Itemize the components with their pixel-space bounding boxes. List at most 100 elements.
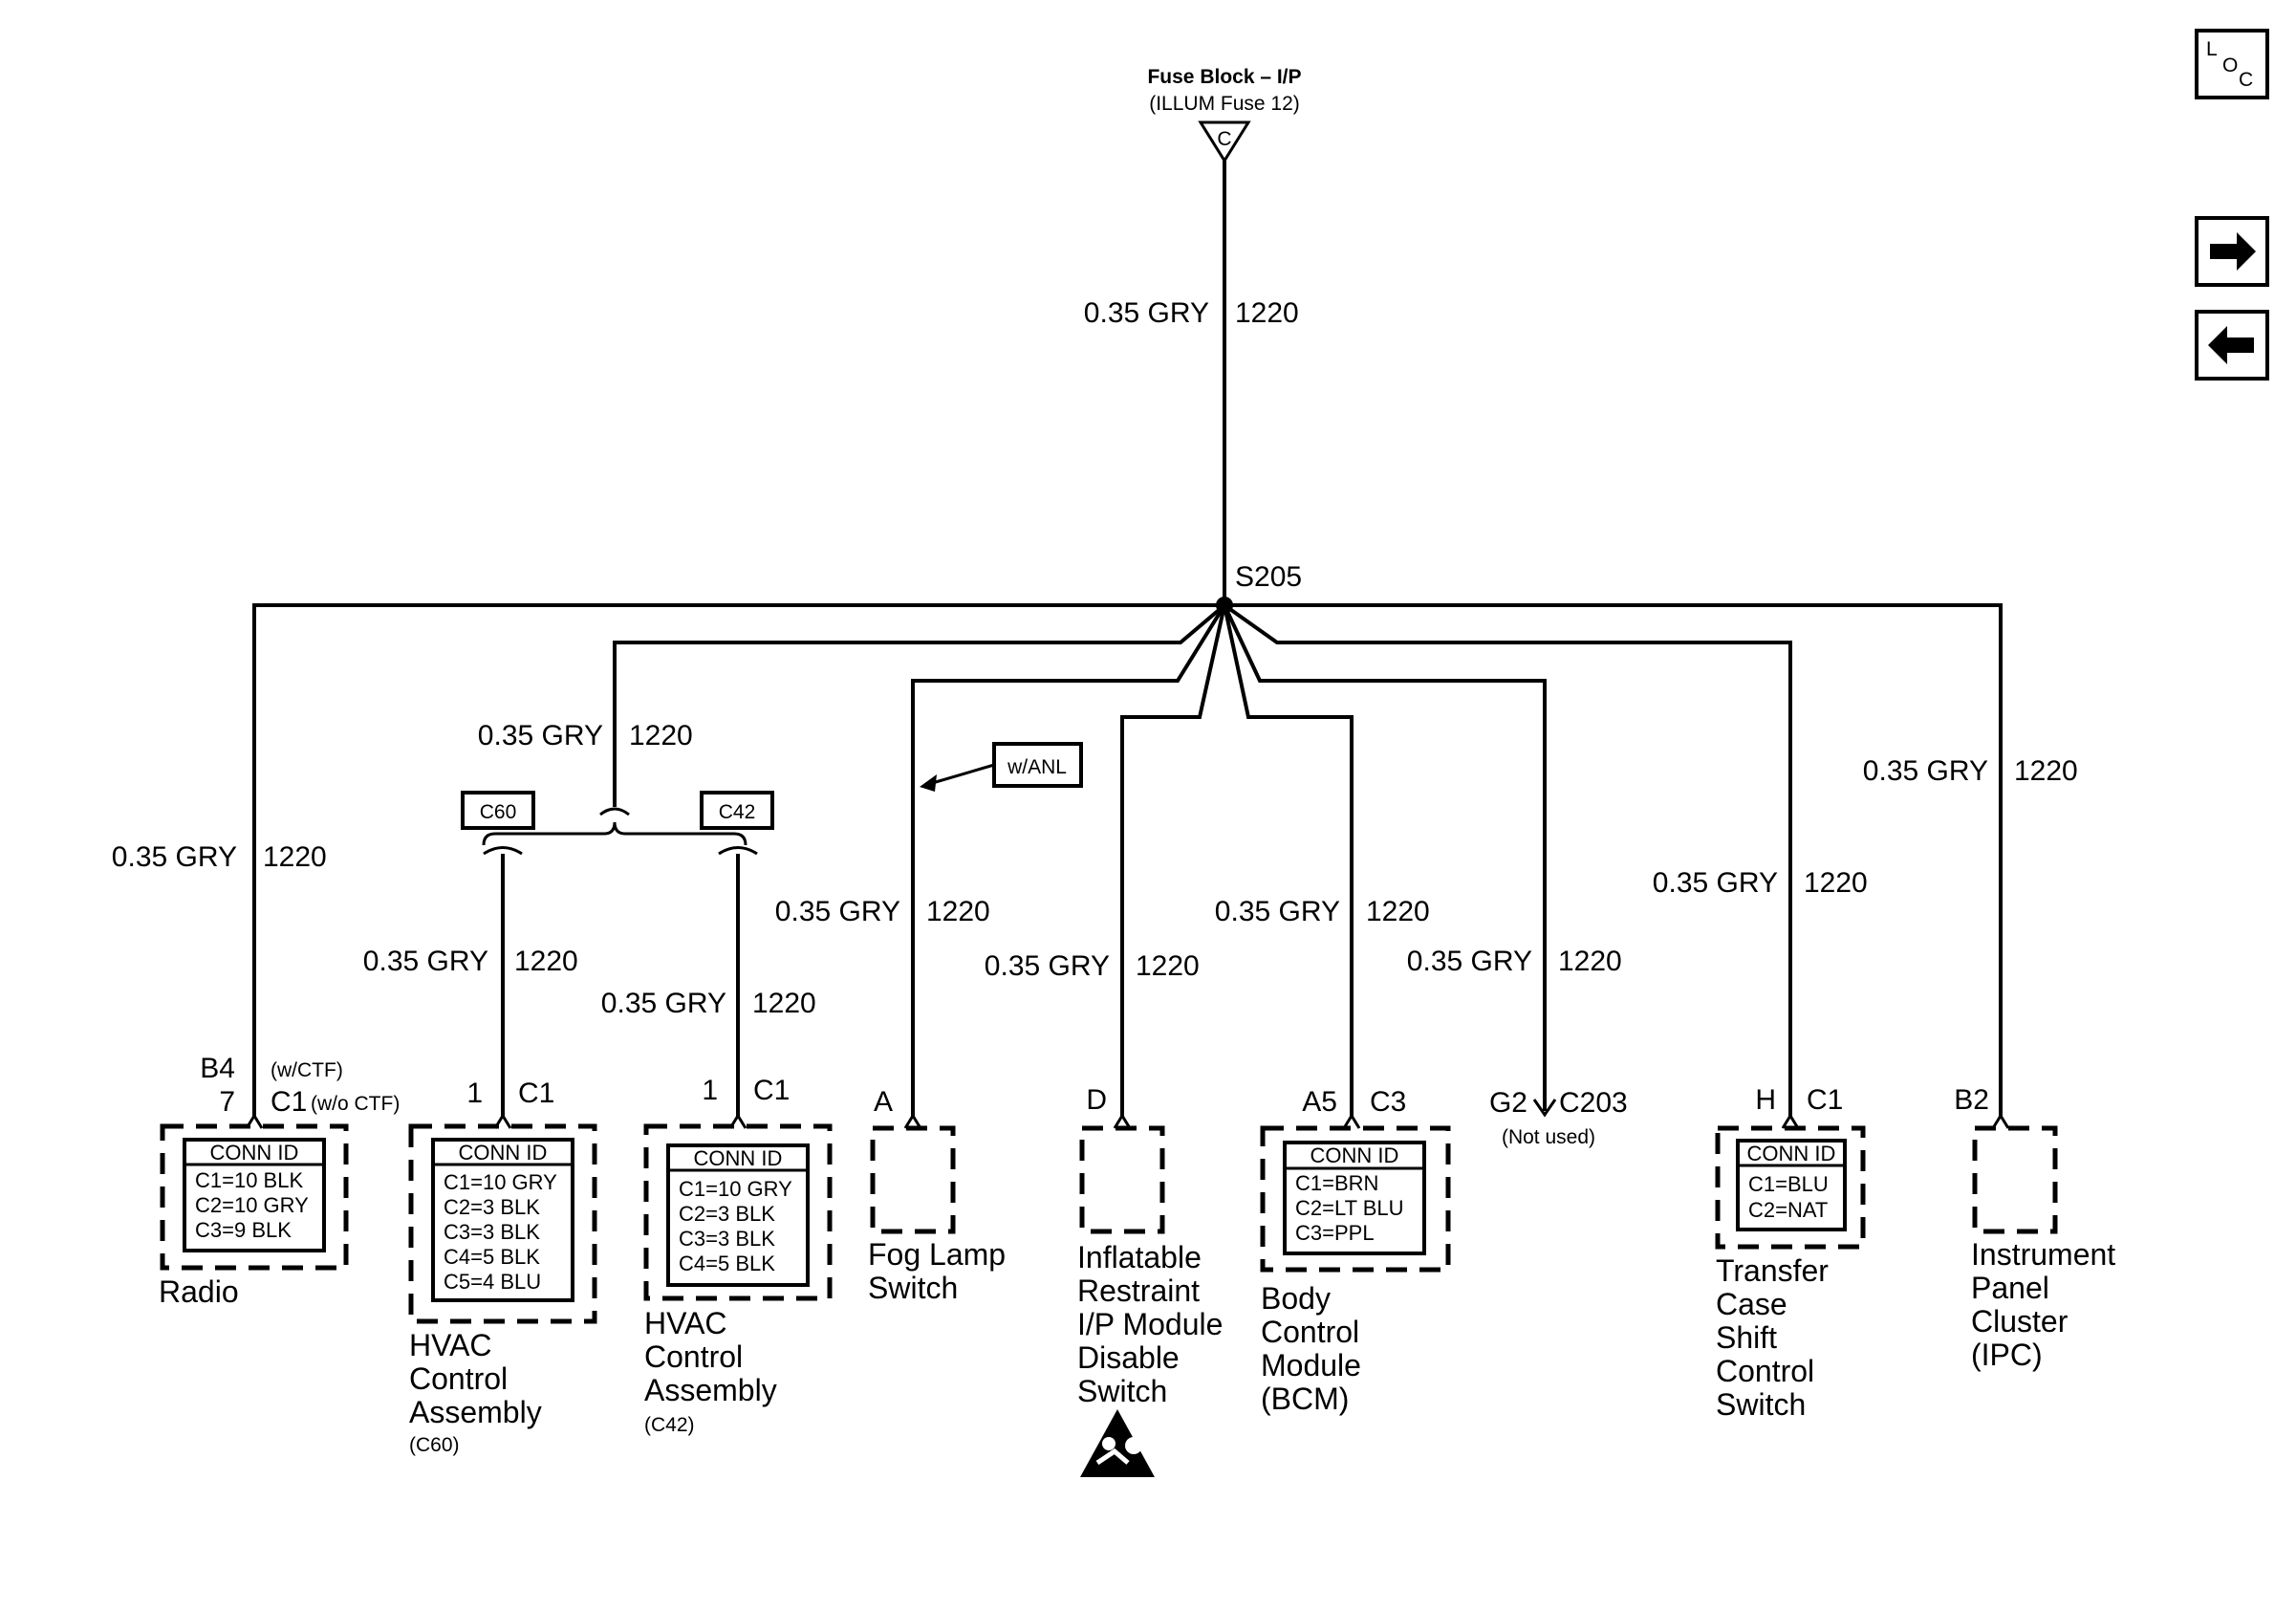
bcm-conn: C3 <box>1370 1086 1406 1118</box>
wire-g2 <box>1223 604 1547 1111</box>
fuse-pin-label: C <box>1217 128 1231 150</box>
g2-note: (Not used) <box>1502 1126 1595 1148</box>
wire-transfer <box>1223 603 1792 1119</box>
transfer-conn: C1 <box>1807 1084 1843 1116</box>
hvac-c42-name: Assembly <box>644 1373 777 1407</box>
hvac-c60-component: 1 C1 CONN ID C1=10 GRY C2=3 BLK C3=3 BLK… <box>408 1078 597 1456</box>
fog-name: Fog Lamp <box>868 1237 1006 1272</box>
hvac-c42-component: 1 C1 CONN ID C1=10 GRY C2=3 BLK C3=3 BLK… <box>643 1075 833 1436</box>
hvac-c42-name: HVAC <box>644 1306 727 1340</box>
fuse-block-label: Fuse Block – I/P <box>1147 66 1301 88</box>
wire-radio <box>252 603 1224 1119</box>
fog-wire-color: 0.35 GRY <box>775 896 900 927</box>
wire-bcm <box>1223 604 1354 1119</box>
radio-name: Radio <box>159 1274 239 1309</box>
fog-pin: A <box>874 1086 893 1118</box>
g2-wire-color: 0.35 GRY <box>1407 946 1532 977</box>
radio-pin-a-note: (w/CTF) <box>271 1059 343 1081</box>
hvac-c42-conn-id-row: C2=3 BLK <box>679 1202 775 1226</box>
c60-breakaway <box>483 846 523 856</box>
bcm-wire-circuit: 1220 <box>1366 896 1430 927</box>
wire-airbag <box>1120 604 1226 1119</box>
hvac-c42-note: (C42) <box>644 1414 695 1436</box>
ipc-wire-color: 0.35 GRY <box>1863 755 1988 787</box>
g2-wire-circuit: 1220 <box>1558 946 1622 977</box>
bcm-name: (BCM) <box>1261 1382 1349 1416</box>
fog-wire-circuit: 1220 <box>926 896 990 927</box>
transfer-name: Switch <box>1716 1387 1806 1422</box>
radio-conn-id-row: C3=9 BLK <box>195 1218 292 1242</box>
w-anl-arrow-icon <box>928 763 995 786</box>
bcm-name: Control <box>1261 1315 1359 1349</box>
hvac-c60-name: Assembly <box>409 1395 542 1429</box>
c60-tag-label: C60 <box>480 801 517 823</box>
wire-hvac <box>613 603 1226 807</box>
hvac-c42-conn: C1 <box>753 1075 790 1106</box>
c60-tag <box>461 791 535 830</box>
transfer-wire-circuit: 1220 <box>1804 867 1868 899</box>
hvac-c60-conn-id-row: C3=3 BLK <box>444 1220 540 1244</box>
transfer-case-switch-component: H C1 CONN ID C1=BLU C2=NAT Transfer Case… <box>1715 1084 1866 1422</box>
loc-button[interactable]: L O C <box>2195 29 2269 99</box>
airbag-name: Inflatable <box>1077 1240 1202 1274</box>
radio-conn-id-row: C2=10 GRY <box>195 1193 309 1217</box>
radio-component: B4 (w/CTF) 7 C1 (w/o CTF) CONN ID C1=10 … <box>159 1053 400 1309</box>
airbag-name: Switch <box>1077 1374 1167 1408</box>
transfer-name: Transfer <box>1716 1253 1829 1288</box>
ipc-wire-circuit: 1220 <box>2014 755 2078 787</box>
bcm-name: Body <box>1261 1281 1331 1316</box>
hvac-c60-pin: 1 <box>466 1078 483 1109</box>
transfer-wire-color: 0.35 GRY <box>1653 867 1778 899</box>
hvac-c60-conn-id-row: C5=4 BLU <box>444 1270 541 1294</box>
hvac-c42-conn-id-row: C1=10 GRY <box>679 1177 792 1201</box>
transfer-pin: H <box>1755 1084 1776 1116</box>
ipc-name: Panel <box>1971 1271 2049 1305</box>
c42-wire-circuit: 1220 <box>752 988 816 1019</box>
hvac-c42-conn-id-header: CONN ID <box>694 1146 783 1170</box>
c60-wire-circuit: 1220 <box>514 946 578 977</box>
feed-wire-circuit: 1220 <box>1235 297 1299 329</box>
hvac-c60-conn-id-row: C1=10 GRY <box>444 1170 557 1194</box>
radio-wire-color: 0.35 GRY <box>112 841 237 873</box>
loc-l-glyph: L <box>2206 38 2218 60</box>
c60-wire-color: 0.35 GRY <box>363 946 488 977</box>
wire-fog <box>911 603 1226 1119</box>
arrow-left-icon <box>2208 326 2254 364</box>
bcm-name: Module <box>1261 1348 1361 1382</box>
ipc-name: Instrument <box>1971 1237 2115 1272</box>
transfer-conn-id-row: C2=NAT <box>1748 1198 1828 1222</box>
hvac-c60-conn-id-row: C2=3 BLK <box>444 1195 540 1219</box>
hvac-c60-conn-id-row: C4=5 BLK <box>444 1245 540 1269</box>
g2-arrow-icon <box>1532 1099 1557 1118</box>
transfer-conn-id-row: C1=BLU <box>1748 1172 1829 1196</box>
feed-wire-color: 0.35 GRY <box>1084 297 1209 329</box>
radio-conn-note: (w/o CTF) <box>311 1093 400 1115</box>
radio-wire-circuit: 1220 <box>263 841 327 873</box>
c203-inline-connector: G2 C203 (Not used) <box>1489 1087 1628 1148</box>
hvac-c42-pin: 1 <box>702 1075 718 1106</box>
c42-tag <box>700 791 774 830</box>
transfer-name: Control <box>1716 1354 1814 1388</box>
hvac-c42-name: Control <box>644 1339 743 1374</box>
fog-lamp-switch-component: A Fog Lamp Switch <box>868 1086 1006 1305</box>
hvac-c42-conn-id-row: C3=3 BLK <box>679 1227 775 1251</box>
ipc-component: B2 Instrument Panel Cluster (IPC) <box>1954 1084 2115 1372</box>
g2-conn: C203 <box>1559 1087 1628 1119</box>
hvac-c60-note: (C60) <box>409 1434 460 1456</box>
radio-pin-a: B4 <box>200 1053 235 1084</box>
hvac-connector-bus <box>482 821 747 846</box>
bcm-conn-id-row: C3=PPL <box>1295 1221 1375 1245</box>
previous-page-button[interactable] <box>2195 310 2269 381</box>
airbag-name: Disable <box>1077 1340 1180 1375</box>
arrow-right-icon <box>2210 232 2256 271</box>
next-page-button[interactable] <box>2195 216 2269 287</box>
ipc-name: (IPC) <box>1971 1338 2043 1372</box>
radio-conn-id-header: CONN ID <box>210 1141 299 1165</box>
hvac-wire-circuit: 1220 <box>629 720 693 751</box>
hvac-c60-conn: C1 <box>518 1078 554 1109</box>
fog-name: Switch <box>868 1271 958 1305</box>
bcm-component: A5 C3 CONN ID C1=BRN C2=LT BLU C3=PPL Bo… <box>1260 1086 1451 1416</box>
hvac-c60-name: Control <box>409 1361 508 1396</box>
airbag-wire-circuit: 1220 <box>1136 950 1200 982</box>
